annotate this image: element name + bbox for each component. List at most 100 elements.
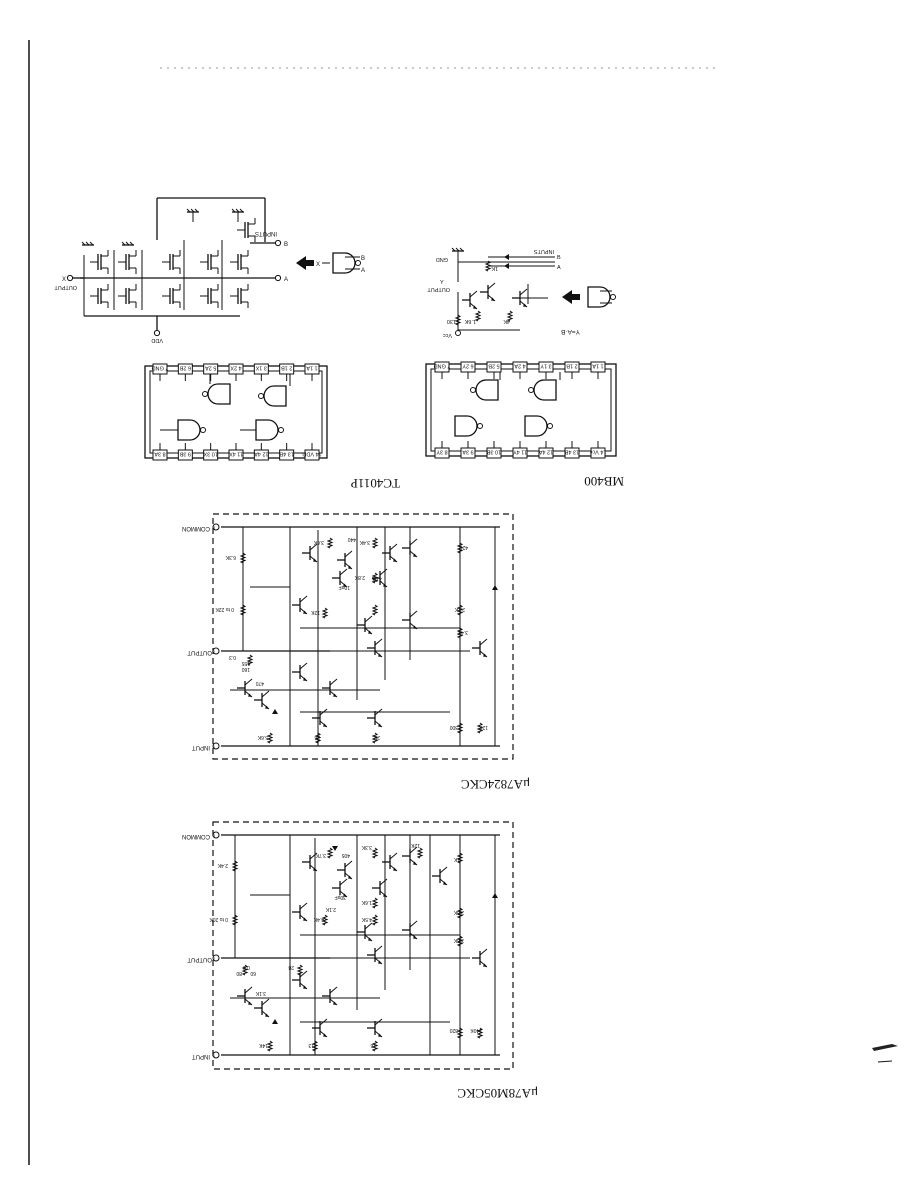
left-arrow-icon [296,256,314,270]
resistor-value-label: 405 [341,852,350,858]
resistor-value-label: 0.8 [243,964,250,970]
mb400-top-pin-label: 4 2A [514,363,526,369]
ua7824-pin-common-no: 3 [213,525,216,530]
tc4011p-bottom-pin-label: 13 4B [279,451,294,457]
resistor-value-label: 60 [250,970,256,976]
scan-mark [877,1060,893,1063]
resistor-value-label: 3.6K [313,539,324,545]
symbol-in-b: B [361,256,365,262]
tc4011p-bottom-pin-label: 11 4X [229,451,243,457]
resistor-value-label: 12K [410,842,420,848]
ttl-vcc-label: Vcc [443,332,452,338]
ua7824-common-label: COMMON [182,525,210,531]
ttl-r-130: 130 [447,318,456,324]
tc4011p-bottom-pin-label: 9 3B [179,451,191,457]
tc4011p-top-pin-label: 4 2X [230,365,242,371]
ua7824-pin-input-no: 1 [213,744,216,749]
tc4011p-top-pin-label: 6 2B [179,365,191,371]
scan-mark [872,1044,898,1051]
resistor-value-label: 6.3K [225,554,236,560]
cmos-input-a: A [284,277,288,283]
resistor-value-label: 3.4K [457,629,468,635]
resistor-value-label: 470 [255,680,264,686]
mb400-bottom-pin-label: 8 3Y [436,449,448,455]
mb400-bottom-pin-label: 13 4B [564,449,579,455]
cmos-nand-schematic: INPUTS B A X OUTPUT VDD [54,197,288,343]
ua7824-input-label: INPUT [192,744,210,750]
resistor-value-label: 30pF [335,894,346,900]
ttl-r-1k: 1K [491,265,498,271]
resistor-value-label: 2.1K [325,906,336,912]
ttl-nand-symbol: Y=A·B [561,286,617,335]
ua78m05-common-label: COMMON [182,833,210,839]
cmos-inputs-label: INPUTS [255,230,277,236]
resistor-value-label: 0 to 20K [209,916,228,922]
mb400-top-pin-label: 1 1A [592,363,604,369]
symbol-out-x: X [316,262,320,268]
resistor-value-label: 3.7K [315,852,326,858]
symbol-in-a: A [361,268,365,274]
resistor-value-label: 12K [310,609,320,615]
mb400-top-pin-label: 6 2Y [462,363,474,369]
tc4011p-bottom-pin-label: 8 3A [154,451,166,457]
cmos-output-x: X [62,277,66,283]
resistor-value-label: 14K [258,1042,268,1048]
ttl-inputs-label: INPUTS [534,248,555,254]
ua78m05-pin-output-no: 2 [213,956,216,961]
ttl-nand-schematic: INPUTS B A GND OUTPUT Y Vcc 1K 130 1.6K … [427,247,561,338]
ttl-output-y: Y [440,280,444,286]
resistor-value-label: 2.4K [217,862,228,868]
tc4011p-top-pin-label: 1 1A [306,365,318,371]
mb400-top-pin-label: 7 GND [434,363,451,369]
resistor-value-label: 25 [374,734,380,740]
resistor-value-label: 140K [470,1027,482,1033]
resistor-value-label: 0.3 [229,654,236,660]
mb400-bottom-pin-label: 14 Vcc [589,449,606,455]
ua7824ckc-label: μA7824CKC [461,777,530,792]
resistor-value-label: 2.8K [453,909,464,915]
cmos-input-b: B [284,242,288,248]
resistor-value-label: 0 to 22K [215,606,234,612]
ua78m05ckc-label: μA78M05CKC [457,1086,538,1101]
tc4011p-top-pin-label: 3 1X [255,365,267,371]
cmos-nand-symbol: X B A [296,252,365,274]
resistor-value-label: 3.1K [255,990,266,996]
ttl-r-4k: 4K [503,318,510,324]
left-arrow-icon [562,290,580,304]
ua7824-output-label: OUTPUT [187,649,212,655]
mb400-bottom-pin-label: 11 4Y [513,449,527,455]
mb400-bottom-pin-label: 10 3B [486,449,501,455]
tc4011p-top-pin-label: 7 GND [152,365,169,371]
resistor-value-label: 820 [449,1027,458,1033]
resistor-value-label: 1K [453,856,460,862]
tc4011p-bottom-pin-label: 14 VDD [302,451,321,457]
tc4011p-top-pin-label: 5 2A [205,365,217,371]
resistor-value-label: 155 [241,660,250,666]
resistor-value-label: 12K [478,724,488,730]
resistor-value-label: 3.4K [359,539,370,545]
resistor-value-label: 2.8K [354,574,365,580]
cmos-vdd-label: VDD [151,337,163,343]
ua78m05-input-label: INPUT [192,1053,210,1059]
resistor-value-label: 80 [236,970,242,976]
ua78m05-output-label: OUTPUT [187,956,212,962]
tc4011p-label: TC4011P [351,476,400,491]
resistor-value-label: 5.6K [257,734,268,740]
cmos-output-label: OUTPUT [54,284,77,290]
tc4011p-bottom-pin-label: 10 3X [203,451,218,457]
ua78m05-pin-input-no: 1 [213,1053,216,1058]
mb400-top-pin-label: 5 2B [488,363,500,369]
resistor-value-label: 300 [449,724,458,730]
tc4011p-bottom-pin-label: 12 4A [254,451,269,457]
ttl-r-1-6k: 1.6K [464,318,476,324]
mb400-bottom-pin-label: 12 4A [538,449,553,455]
resistor-value-label: 76 [370,1042,376,1048]
ua78m05-pin-common-no: 3 [213,833,216,838]
ttl-gnd-label: GND [436,256,448,262]
resistor-value-label: 3.6K [453,937,464,943]
